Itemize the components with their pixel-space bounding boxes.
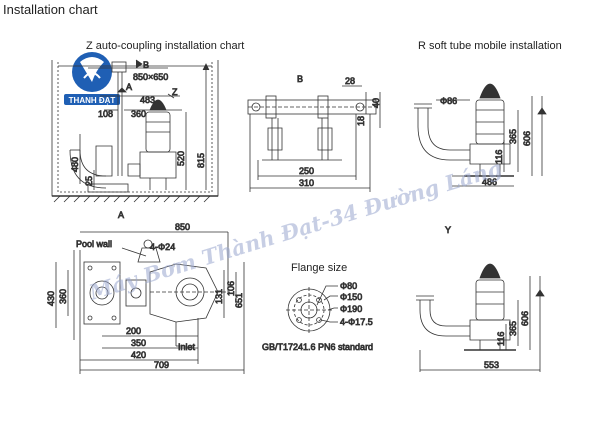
z-dim-360: 360	[131, 109, 146, 119]
y-dim-365: 365	[508, 321, 518, 336]
a-view-label: A	[118, 210, 124, 220]
r-soft-tube-drawing	[414, 83, 547, 187]
a-dim-350: 350	[131, 338, 146, 348]
b-dim-250: 250	[299, 166, 314, 176]
z-marker-b: B	[143, 60, 149, 70]
z-dim-850x650: 850×650	[133, 72, 168, 82]
flange-spec-phi190: Φ190	[340, 304, 362, 314]
flange-spec-phi150: Φ150	[340, 292, 362, 302]
flange-drawing	[286, 285, 338, 333]
y-installation-drawing	[416, 263, 545, 372]
z-dim-25: 25	[84, 176, 94, 186]
z-dim-520: 520	[176, 151, 186, 166]
b-dim-310: 310	[299, 178, 314, 188]
z-installation-drawing	[51, 59, 219, 203]
company-logo: THANH ĐẠT	[64, 52, 120, 105]
r-chart-title: R soft tube mobile installation	[418, 40, 562, 52]
a-dim-4-phi24: 4-Φ24	[150, 242, 175, 252]
b-view-label: B	[297, 74, 303, 84]
a-dim-420: 420	[131, 350, 146, 360]
flange-spec-phi80: Φ80	[340, 281, 357, 291]
a-dim-200: 200	[126, 326, 141, 336]
a-dim-131: 131	[214, 289, 224, 304]
z-chart-title: Z auto-coupling installation chart	[86, 40, 245, 52]
a-view-drawing	[55, 231, 245, 374]
r-dim-606: 606	[522, 131, 532, 146]
a-dim-360: 360	[58, 289, 68, 304]
z-marker-a: A	[126, 82, 132, 92]
pool-wall-label: Pool wall	[76, 239, 112, 249]
y-dim-606: 606	[520, 311, 530, 326]
r-dim-486: 486	[482, 177, 497, 187]
z-dim-108: 108	[98, 109, 113, 119]
b-dim-28: 28	[345, 76, 355, 86]
y-view-label: Y	[445, 225, 451, 235]
inlet-label: Inlet	[178, 342, 196, 352]
z-marker-z: Z	[172, 87, 178, 97]
a-dim-651: 651	[234, 293, 244, 308]
r-dim-phi86: Φ86	[440, 96, 457, 106]
logo-text: THANH ĐẠT	[69, 96, 116, 105]
a-dim-850: 850	[175, 222, 190, 232]
b-view-drawing	[247, 85, 381, 192]
flange-standard: GB/T17241.6 PN6 standard	[262, 342, 373, 352]
a-dim-106: 106	[226, 281, 236, 296]
z-dim-480: 480	[70, 157, 80, 172]
y-dim-116: 116	[496, 332, 506, 346]
a-dim-709: 709	[154, 360, 169, 370]
a-dim-430: 430	[46, 291, 56, 306]
z-dim-483: 483	[140, 95, 155, 105]
b-dim-40: 40	[371, 98, 381, 108]
z-dim-815: 815	[196, 153, 206, 168]
flange-spec-4-phi17-5: 4-Φ17.5	[340, 317, 373, 327]
flange-title: Flange size	[291, 262, 348, 274]
page-title: Installation chart	[3, 2, 98, 17]
r-dim-116: 116	[494, 150, 504, 164]
r-dim-365: 365	[508, 129, 518, 144]
b-dim-18: 18	[356, 116, 366, 126]
y-dim-553: 553	[484, 360, 499, 370]
